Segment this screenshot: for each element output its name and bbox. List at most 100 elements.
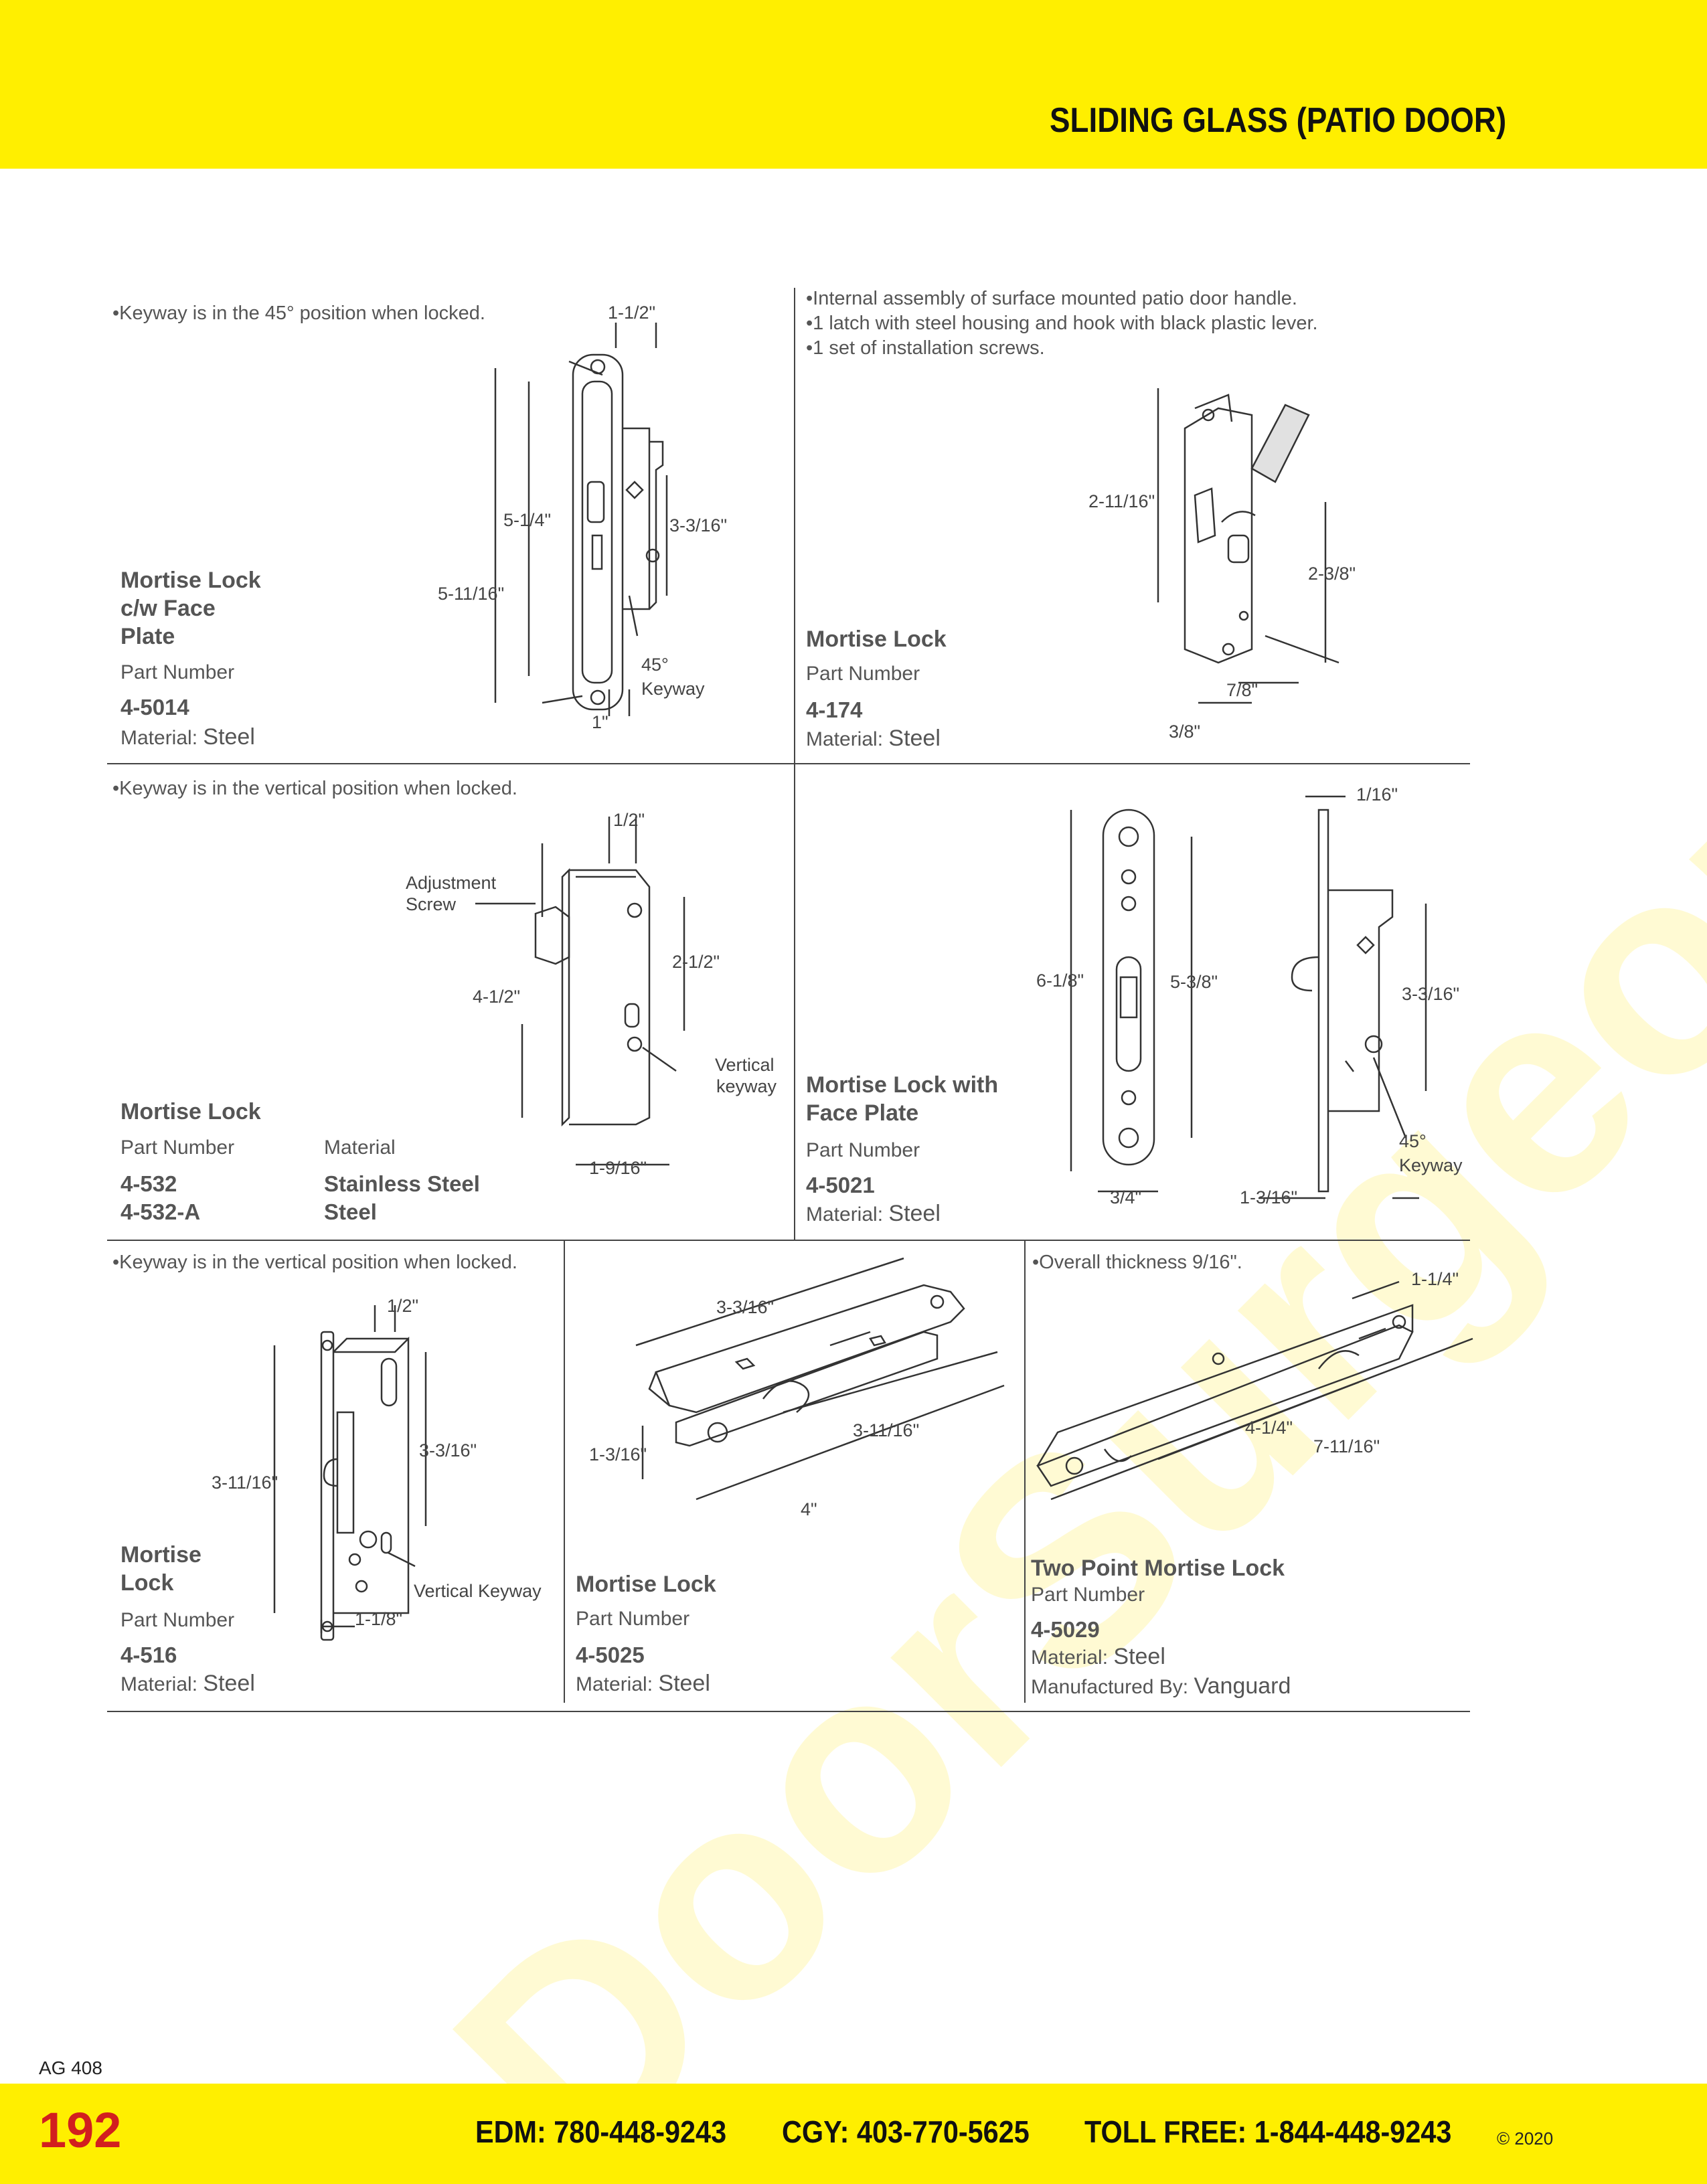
- product-note-line: •1 latch with steel housing and hook wit…: [806, 313, 1318, 334]
- dim-label: 3/8": [1169, 722, 1201, 742]
- product-title: Mortise Lock: [120, 1541, 201, 1597]
- copyright: © 2020: [1497, 2128, 1554, 2149]
- dim-label: Keyway: [641, 679, 705, 699]
- material: Material: Steel: [576, 1671, 710, 1697]
- dim-label: 4-1/2": [473, 987, 521, 1007]
- dim-label: 1/2": [387, 1296, 419, 1316]
- phone-toll-free[interactable]: TOLL FREE: 1-844-448-9243: [1084, 2114, 1452, 2149]
- product-note: •Keyway is in the vertical position when…: [112, 1252, 517, 1273]
- material: Material: Steel: [1031, 1644, 1165, 1670]
- dim-label: Vertical Keyway: [414, 1581, 542, 1601]
- part-number-label: Part Number: [576, 1608, 690, 1630]
- product-title: Mortise Lock: [120, 1099, 261, 1124]
- dim-label: 45°: [1399, 1131, 1427, 1151]
- catalog-code: AG 408: [39, 2057, 102, 2078]
- material: Material: Steel: [120, 724, 255, 750]
- divider-horizontal-1: [107, 763, 1470, 764]
- header-bar: [0, 0, 1707, 169]
- dim-label: Screw: [406, 894, 457, 914]
- product-note-line: •1 set of installation screws.: [806, 337, 1045, 359]
- part-number: 4-174: [806, 697, 863, 722]
- product-title-line: c/w Face: [120, 596, 216, 621]
- product-note-line: •Internal assembly of surface mounted pa…: [806, 288, 1297, 309]
- dim-label: 5-1/4": [503, 510, 552, 530]
- material-label: Material:: [806, 728, 884, 750]
- product-note: •Keyway is in the vertical position when…: [112, 778, 517, 799]
- dim-label: 2-1/2": [672, 952, 720, 972]
- product-title-line: Mortise Lock with: [806, 1072, 999, 1098]
- product-title: Two Point Mortise Lock: [1031, 1556, 1285, 1581]
- manufacturer-label: Manufactured By:: [1031, 1676, 1189, 1698]
- part-number-label: Part Number: [120, 661, 235, 683]
- dim-label: 1-9/16": [589, 1158, 647, 1178]
- part-number-label: Part Number: [120, 1609, 235, 1631]
- material-label: Material: [324, 1137, 396, 1159]
- part-number: 4-5014: [120, 695, 189, 720]
- material-label: Material:: [576, 1673, 653, 1695]
- product-note: •Overall thickness 9/16".: [1032, 1252, 1242, 1273]
- part-number: 4-5029: [1031, 1617, 1100, 1642]
- part-number: 4-5021: [806, 1173, 875, 1197]
- dim-label: 5-3/8": [1170, 972, 1218, 992]
- mortise-lock-4-5014-diagram: [455, 315, 750, 730]
- material-value: Stainless Steel: [324, 1171, 480, 1196]
- mortise-lock-4-5025-diagram: [576, 1272, 1018, 1566]
- mortise-lock-4-532-diagram: [469, 803, 723, 1178]
- product-title-line: Mortise: [120, 1542, 201, 1568]
- part-number-label: Part Number: [806, 663, 920, 685]
- product-note: •Keyway is in the 45° position when lock…: [112, 303, 485, 324]
- material-label: Material:: [120, 1673, 198, 1695]
- product-title-line: Mortise Lock: [120, 568, 261, 593]
- material-value: Steel: [203, 1671, 255, 1696]
- dim-label: 3-11/16": [212, 1473, 278, 1493]
- product-note: •Internal assembly of surface mounted pa…: [806, 286, 1318, 361]
- product-title: Mortise Lock with Face Plate: [806, 1071, 998, 1127]
- dim-label: keyway: [716, 1076, 777, 1096]
- material-value: Steel: [1113, 1644, 1165, 1669]
- dim-label: 45°: [641, 655, 669, 675]
- phone-edm[interactable]: EDM: 780-448-9243: [475, 2114, 727, 2149]
- dim-label: 4": [801, 1499, 817, 1519]
- product-title-line: Lock: [120, 1570, 174, 1596]
- dim-label: Adjustment: [406, 873, 497, 893]
- material-label: Material:: [120, 727, 198, 749]
- mortise-lock-4-174-diagram: [1084, 368, 1366, 743]
- product-title-line: Face Plate: [806, 1100, 919, 1126]
- dim-label: 1-3/16": [589, 1444, 647, 1464]
- mortise-lock-4-516-diagram: [254, 1285, 442, 1647]
- part-number-label: Part Number: [120, 1137, 235, 1159]
- material: Material: Steel: [806, 1201, 941, 1227]
- part-number: 4-532-A: [120, 1199, 201, 1224]
- dim-label: 7/8": [1226, 680, 1258, 700]
- dim-label: 2-3/8": [1308, 564, 1356, 584]
- dim-label: 7-11/16": [1313, 1436, 1380, 1456]
- material-value: Steel: [888, 1201, 941, 1226]
- dim-label: 3-3/16": [716, 1297, 775, 1317]
- part-number-label: Part Number: [806, 1139, 920, 1161]
- product-title: Mortise Lock: [576, 1572, 716, 1597]
- part-number-label: Part Number: [1031, 1584, 1145, 1606]
- dim-label: 3-3/16": [419, 1440, 477, 1460]
- material-label: Material:: [1031, 1647, 1109, 1669]
- dim-label: 1/2": [613, 810, 645, 830]
- dim-label: 4-1/4": [1245, 1418, 1293, 1438]
- two-point-mortise-lock-4-5029-diagram: [1024, 1265, 1479, 1533]
- page-number: 192: [39, 2102, 122, 2158]
- part-number: 4-532: [120, 1171, 177, 1196]
- manufacturer: Manufactured By: Vanguard: [1031, 1673, 1291, 1699]
- product-title: Mortise Lock c/w Face Plate: [120, 566, 261, 651]
- dim-label: 3-11/16": [853, 1420, 920, 1440]
- dim-label: 1-1/4": [1411, 1269, 1459, 1289]
- phone-cgy[interactable]: CGY: 403-770-5625: [782, 2114, 1030, 2149]
- dim-label: 5-11/16": [438, 584, 505, 604]
- dim-label: 3-3/16": [669, 515, 728, 535]
- dim-label: 1-3/16": [1240, 1187, 1298, 1207]
- dim-label: 1-1/2": [608, 303, 656, 323]
- divider-vertical-row2: [794, 764, 795, 1240]
- dim-label: 3/4": [1110, 1187, 1142, 1207]
- material-value: Steel: [324, 1199, 377, 1224]
- dim-label: 2-11/16": [1088, 491, 1155, 511]
- material-value: Steel: [888, 726, 941, 751]
- divider-vertical-row3b: [1024, 1241, 1026, 1703]
- dim-label: Keyway: [1399, 1155, 1463, 1175]
